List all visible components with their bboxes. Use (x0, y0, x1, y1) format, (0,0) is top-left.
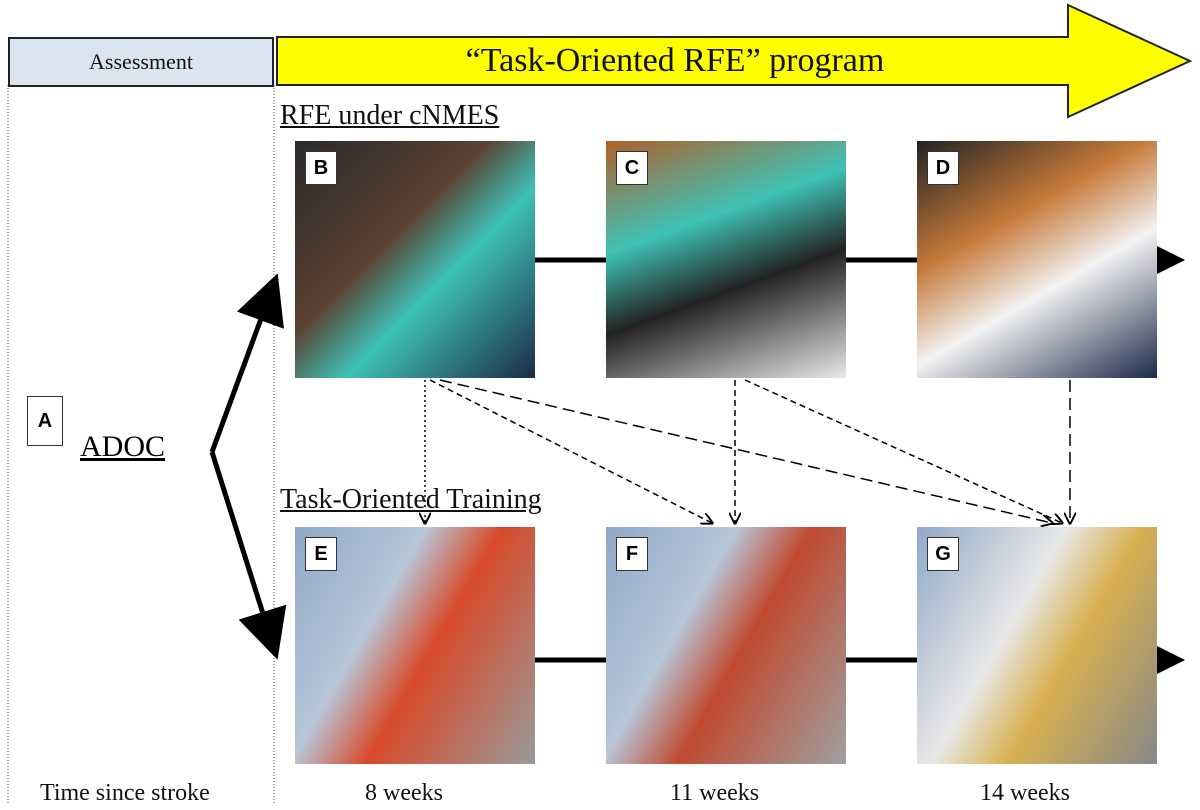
panel-label: B (305, 151, 337, 185)
time-axis-label: Time since stroke (40, 780, 210, 806)
adoc-arrow-up (209, 273, 284, 453)
photo-e: E (295, 527, 535, 764)
photo-c: C (606, 141, 846, 378)
panel-label: E (305, 537, 337, 571)
photo-f: F (606, 527, 846, 764)
time-point: 14 weeks (980, 780, 1070, 806)
panel-label: G (927, 537, 959, 571)
panel-label: D (927, 151, 959, 185)
time-point: 8 weeks (365, 780, 443, 806)
program-title: “Task-Oriented RFE” program (465, 42, 885, 79)
photo-d: D (917, 141, 1157, 378)
photo-g: G (917, 527, 1157, 764)
adoc-label: ADOC (80, 430, 166, 463)
panel-label: F (616, 537, 648, 571)
photo-b: B (295, 141, 535, 378)
program-arrow (276, 3, 1193, 119)
panel-label-a: A (27, 396, 63, 446)
time-point: 11 weeks (670, 780, 760, 806)
assessment-box: Assessment (8, 37, 274, 87)
rfe-section-title: RFE under cNMES (280, 100, 500, 131)
panel-label: C (616, 151, 648, 185)
adoc-arrow-down (209, 451, 287, 660)
transfer-arrows (425, 379, 1070, 523)
task-section-title: Task-Oriented Training (280, 484, 542, 515)
